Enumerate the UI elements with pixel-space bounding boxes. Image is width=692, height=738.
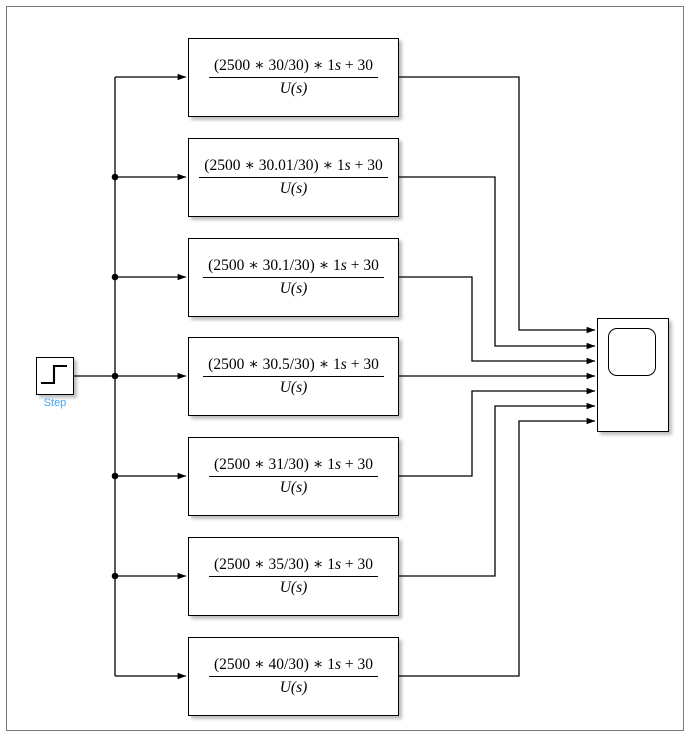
denominator-2: U(s) (279, 180, 308, 197)
step-block-label: Step (43, 397, 67, 409)
step-source-block[interactable] (36, 357, 74, 395)
denominator-6: U(s) (279, 579, 308, 596)
denominator-3: U(s) (279, 280, 308, 297)
numerator-1: (2500 ∗ 30/30) ∗ 1s + 30 (208, 57, 379, 78)
transfer-function-block-2[interactable]: (2500 ∗ 30.01/30) ∗ 1s + 30 U(s) (188, 138, 399, 217)
transfer-function-fraction-2: (2500 ∗ 30.01/30) ∗ 1s + 30 U(s) (199, 157, 388, 199)
transfer-function-block-1[interactable]: (2500 ∗ 30/30) ∗ 1s + 30 U(s) (188, 38, 399, 117)
transfer-function-block-7[interactable]: (2500 ∗ 40/30) ∗ 1s + 30 U(s) (188, 637, 399, 716)
transfer-function-block-4[interactable]: (2500 ∗ 30.5/30) ∗ 1s + 30 U(s) (188, 337, 399, 416)
scope-screen-icon (608, 328, 656, 376)
denominator-5: U(s) (279, 479, 308, 496)
numerator-6: (2500 ∗ 35/30) ∗ 1s + 30 (208, 556, 379, 577)
denominator-7: U(s) (279, 679, 308, 696)
transfer-function-block-5[interactable]: (2500 ∗ 31/30) ∗ 1s + 30 U(s) (188, 437, 399, 516)
transfer-function-fraction-6: (2500 ∗ 35/30) ∗ 1s + 30 U(s) (208, 556, 379, 598)
numerator-4: (2500 ∗ 30.5/30) ∗ 1s + 30 (203, 356, 384, 377)
transfer-function-block-3[interactable]: (2500 ∗ 30.1/30) ∗ 1s + 30 U(s) (188, 238, 399, 317)
numerator-5: (2500 ∗ 31/30) ∗ 1s + 30 (208, 456, 379, 477)
denominator-1: U(s) (279, 80, 308, 97)
transfer-function-block-6[interactable]: (2500 ∗ 35/30) ∗ 1s + 30 U(s) (188, 537, 399, 616)
numerator-3: (2500 ∗ 30.1/30) ∗ 1s + 30 (203, 257, 384, 278)
numerator-7: (2500 ∗ 40/30) ∗ 1s + 30 (208, 656, 379, 677)
transfer-function-fraction-3: (2500 ∗ 30.1/30) ∗ 1s + 30 U(s) (203, 257, 384, 299)
step-waveform-icon (41, 364, 67, 385)
numerator-2: (2500 ∗ 30.01/30) ∗ 1s + 30 (199, 157, 388, 178)
transfer-function-fraction-4: (2500 ∗ 30.5/30) ∗ 1s + 30 U(s) (203, 356, 384, 398)
denominator-4: U(s) (279, 379, 308, 396)
transfer-function-fraction-5: (2500 ∗ 31/30) ∗ 1s + 30 U(s) (208, 456, 379, 498)
transfer-function-fraction-1: (2500 ∗ 30/30) ∗ 1s + 30 U(s) (208, 57, 379, 99)
scope-sink-block[interactable] (597, 318, 669, 432)
transfer-function-fraction-7: (2500 ∗ 40/30) ∗ 1s + 30 U(s) (208, 656, 379, 698)
